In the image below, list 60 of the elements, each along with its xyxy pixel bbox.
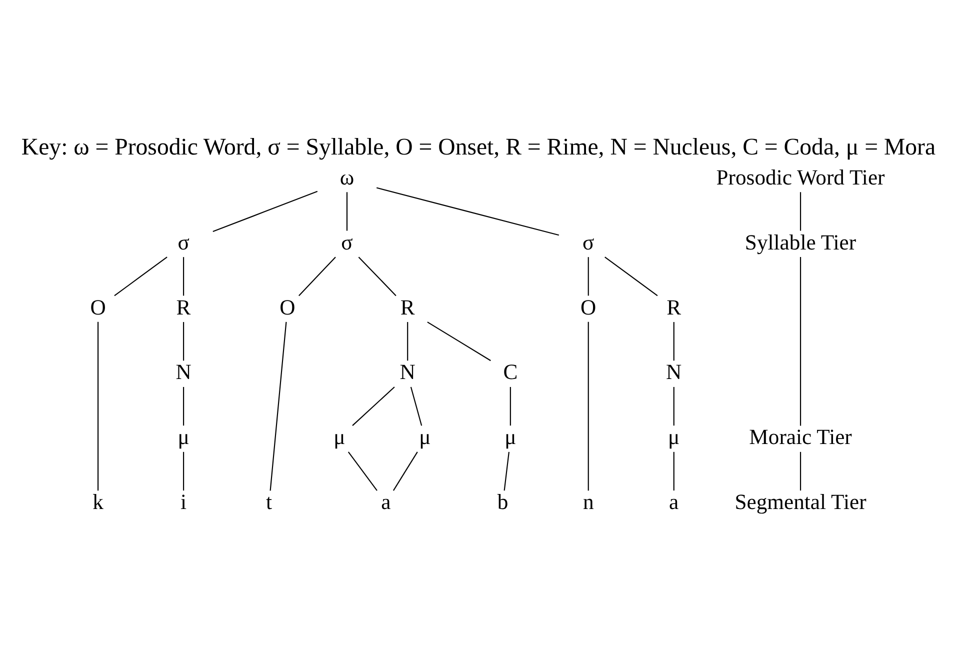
node-text: R <box>666 295 682 320</box>
connector <box>800 192 802 231</box>
connector <box>270 322 287 491</box>
connector <box>183 386 184 426</box>
node-text: μ <box>668 425 680 450</box>
connector <box>114 256 168 296</box>
node-text: b <box>497 490 508 514</box>
node-text: N <box>176 360 192 384</box>
node-text: t <box>266 490 272 514</box>
node-text: N <box>666 360 682 384</box>
connector <box>98 322 99 491</box>
connector <box>212 190 318 232</box>
diagram-title: Key: ω = Prosodic Word, σ = Syllable, O = Onset, R = Rime, N = Nucleus, C = Coda, μ = Mora <box>21 134 936 161</box>
connector <box>588 322 589 491</box>
connector <box>183 322 184 361</box>
connector <box>673 386 674 426</box>
node-text: n <box>582 490 594 514</box>
connector <box>348 452 378 491</box>
node-text: σ <box>582 230 594 254</box>
connector <box>673 322 674 361</box>
connector <box>183 257 184 296</box>
connector <box>376 187 560 236</box>
node-text: σ <box>341 230 353 254</box>
node-text: C <box>503 360 518 384</box>
node-text: Prosodic Word Tier <box>716 165 885 190</box>
node-text: O <box>90 295 106 320</box>
node-text: a <box>381 490 391 514</box>
node-text: O <box>580 295 596 320</box>
connector <box>407 322 408 361</box>
connector <box>604 256 658 296</box>
node-text: i <box>180 490 187 514</box>
node-text: μ <box>178 425 190 450</box>
node-text: Segmental Tier <box>734 490 866 514</box>
node-text: R <box>176 295 191 320</box>
connector <box>588 257 589 296</box>
connector <box>510 386 511 426</box>
node-text: μ <box>504 425 516 450</box>
connector <box>183 452 184 491</box>
node-text: Syllable Tier <box>744 230 856 254</box>
connector <box>504 452 510 491</box>
node-text: ω <box>340 165 354 190</box>
connector <box>427 322 491 362</box>
node-text: O <box>280 295 296 320</box>
node-text: σ <box>178 230 190 254</box>
connector <box>352 386 395 426</box>
node-text: N <box>400 360 416 384</box>
connector <box>800 452 802 491</box>
connector <box>298 256 336 296</box>
connector <box>358 256 396 296</box>
node-text: Moraic Tier <box>749 425 852 450</box>
node-text: μ <box>334 425 346 450</box>
connector <box>392 452 418 491</box>
connector <box>410 386 422 426</box>
connector <box>800 257 802 426</box>
node-text: R <box>400 295 415 320</box>
connector <box>346 192 348 231</box>
node-text: μ <box>419 425 431 450</box>
connector <box>673 452 674 491</box>
node-text: k <box>92 490 104 514</box>
node-text: a <box>669 490 679 514</box>
